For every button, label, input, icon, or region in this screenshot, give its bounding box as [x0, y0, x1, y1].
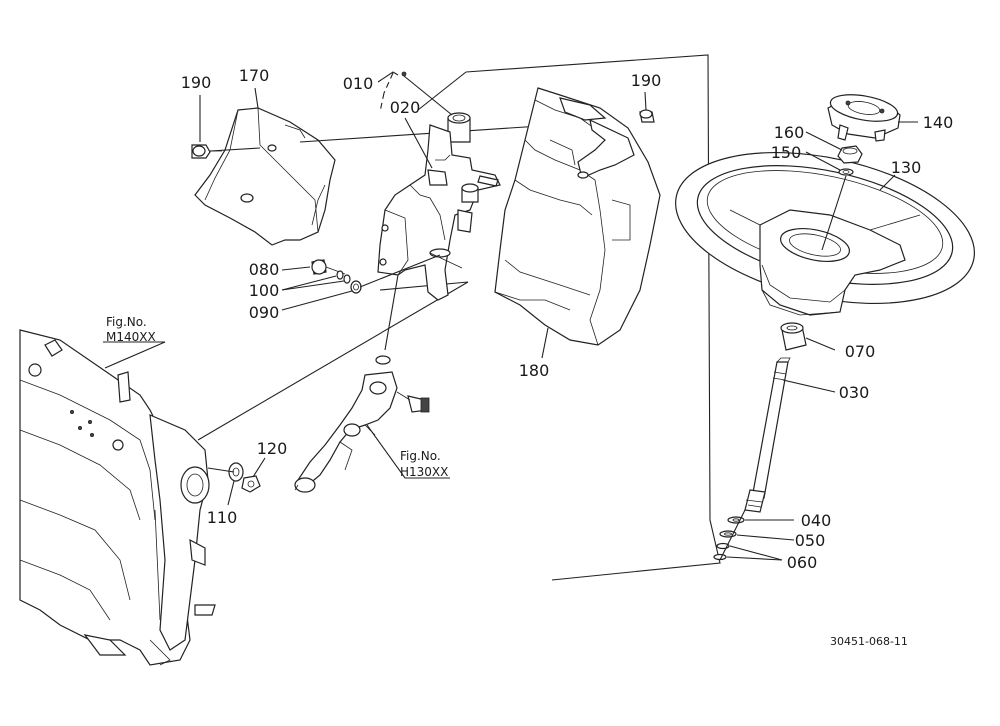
label-050: 050 [795, 531, 826, 550]
part-010-bracket-assembly [377, 112, 501, 301]
leader-120 [252, 457, 266, 478]
part-190b-screw [639, 109, 655, 123]
label-020: 020 [390, 98, 421, 117]
fig-ref-h130-line1: Fig.No. [400, 449, 441, 463]
leader-010-top [377, 71, 399, 83]
part-140-horn-cap [827, 94, 901, 142]
column-axis-line [384, 274, 399, 351]
leader-060a [729, 545, 783, 561]
label-130: 130 [891, 158, 922, 177]
leader-h130 [366, 424, 450, 479]
part-030-steering-shaft [744, 357, 791, 513]
label-070: 070 [845, 342, 876, 361]
part-130-steering-wheel [675, 151, 975, 316]
label-040: 040 [801, 511, 832, 530]
frame-panel-left [19, 329, 216, 666]
leader-020 [404, 117, 433, 169]
leader-160 [805, 131, 843, 151]
steering-axis-upper [821, 175, 847, 251]
drawing-code: 30451-068-11 [830, 635, 908, 648]
label-190a: 190 [181, 73, 212, 92]
assembly-line-bolt [359, 254, 441, 288]
label-110: 110 [207, 508, 238, 527]
leader-010-line [403, 75, 453, 116]
label-160: 160 [774, 123, 805, 142]
leader-190a-to-170 [209, 147, 261, 152]
leader-090 [281, 290, 353, 311]
label-120: 120 [257, 439, 288, 458]
assembly-line-110 [207, 467, 235, 473]
leader-080 [281, 266, 311, 271]
leader-060b [726, 556, 783, 561]
label-190b: 190 [631, 71, 662, 90]
leader-150 [805, 151, 841, 171]
fig-ref-h130-line2: H130XX [400, 465, 448, 479]
leader-m140 [103, 341, 166, 369]
leader-010-dash-b [379, 92, 385, 113]
part-040-washer [727, 516, 745, 524]
part-170-cover [194, 107, 336, 246]
label-030: 030 [839, 383, 870, 402]
leader-180 [541, 327, 549, 359]
leader-010-dash-a [383, 72, 394, 94]
fig-ref-m140-line2: M140XX [106, 330, 156, 344]
leader-010-dot [401, 71, 407, 77]
leader-100a [281, 275, 337, 291]
part-160-nut [837, 145, 863, 164]
leader-030 [782, 379, 836, 393]
leader-110 [227, 480, 235, 506]
label-170: 170 [239, 66, 270, 85]
label-180: 180 [519, 361, 550, 380]
leader-070 [805, 337, 836, 351]
label-100: 100 [249, 281, 280, 300]
assembly-line-bracket-base [379, 281, 469, 291]
part-080-bolt [311, 259, 346, 275]
label-140: 140 [923, 113, 954, 132]
leader-130 [879, 174, 896, 191]
part-120-nut [241, 475, 261, 493]
part-100-washers [336, 270, 351, 284]
label-090: 090 [249, 303, 280, 322]
part-110-washer [228, 462, 244, 482]
steering-axis-lower [719, 509, 746, 561]
assembly-line-frame [197, 281, 469, 441]
leader-170 [254, 87, 259, 109]
leader-050 [736, 534, 795, 541]
part-150-washer [838, 168, 854, 176]
label-150: 150 [771, 143, 802, 162]
part-070-boss [780, 322, 807, 351]
universal-joint-assembly [294, 355, 430, 493]
label-060: 060 [787, 553, 818, 572]
label-080: 080 [249, 260, 280, 279]
label-010: 010 [343, 74, 374, 93]
leader-190b [644, 91, 647, 111]
part-190a-screw [191, 144, 222, 159]
panel-group-outline [417, 54, 721, 581]
fig-ref-m140-line1: Fig.No. [106, 315, 147, 329]
part-180-column-cover [494, 87, 661, 346]
leader-100b [281, 280, 345, 291]
part-090-bushing [350, 280, 362, 294]
